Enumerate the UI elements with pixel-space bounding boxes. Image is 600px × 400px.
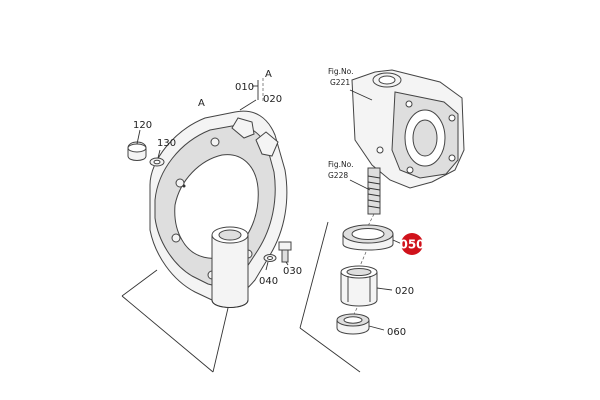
assembly-axis-lines bbox=[353, 213, 375, 315]
part-030-bolt bbox=[278, 241, 292, 266]
callout-030-label: 030 bbox=[283, 266, 302, 277]
part-130-washer bbox=[149, 149, 165, 167]
part-020-bushing bbox=[340, 265, 393, 307]
right-housing-g221 bbox=[349, 69, 465, 215]
part-120-plug bbox=[127, 129, 147, 161]
fig-ref-1-number: G221 bbox=[330, 78, 350, 87]
callout-020-top-label: 020 bbox=[263, 94, 282, 105]
fig-ref-2-title: Fig.No. bbox=[328, 160, 353, 169]
highlight-badge-050: 050 bbox=[399, 233, 425, 255]
main-housing bbox=[149, 110, 288, 308]
callout-a-top-label: A bbox=[265, 69, 272, 80]
callout-060-label: 060 bbox=[387, 327, 406, 338]
callout-020-label: 020 bbox=[395, 286, 414, 297]
part-060-ring bbox=[336, 313, 385, 335]
callout-120-label: 120 bbox=[133, 120, 152, 131]
part-040-washer bbox=[263, 254, 277, 271]
callout-040-label: 040 bbox=[259, 276, 278, 287]
fig-ref-1-title: Fig.No. bbox=[328, 67, 353, 76]
callout-group-010 bbox=[239, 78, 264, 111]
part-050-seal bbox=[342, 224, 403, 251]
callout-010-label: 010 bbox=[235, 82, 254, 93]
callout-050-label: 050 bbox=[399, 238, 424, 252]
highlight-badge-circle bbox=[401, 233, 423, 255]
assembly-outline-lines bbox=[121, 221, 361, 373]
callout-130-label: 130 bbox=[157, 138, 176, 149]
fig-ref-2-number: G228 bbox=[328, 171, 348, 180]
callout-a-housing-label: A bbox=[198, 98, 205, 109]
